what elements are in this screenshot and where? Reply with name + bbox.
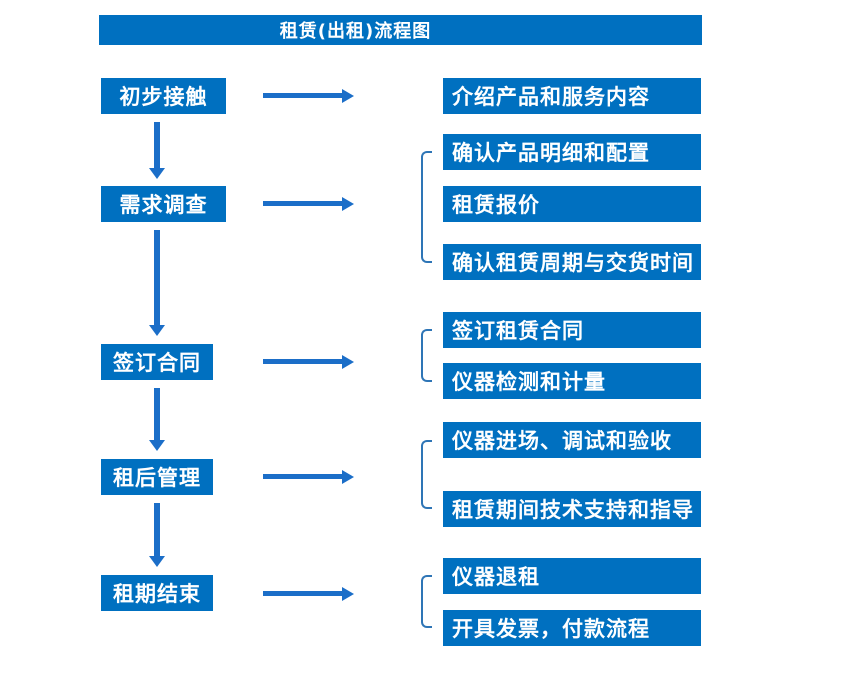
item-label: 仪器检测和计量 [452, 370, 606, 394]
item-box-invoice-payment: 开具发票，付款流程 [443, 610, 701, 646]
item-label: 仪器退租 [452, 565, 540, 589]
right-arrow-icon [263, 474, 342, 479]
item-label: 开具发票，付款流程 [452, 617, 650, 641]
flowchart-title: 租赁(出租)流程图 [279, 21, 432, 42]
down-arrow-icon [154, 388, 160, 440]
item-box-rental-quote: 租赁报价 [443, 186, 701, 222]
down-arrow-icon [154, 230, 160, 325]
item-label: 租赁期间技术支持和指导 [452, 498, 694, 522]
step-box-rental-end: 租期结束 [101, 575, 213, 611]
right-arrow-icon [263, 93, 342, 98]
step-label: 需求调查 [119, 193, 208, 217]
item-box-instrument-setup: 仪器进场、调试和验收 [443, 422, 701, 458]
step-box-initial-contact: 初步接触 [101, 78, 226, 114]
item-box-sign-rental-contract: 签订租赁合同 [443, 312, 701, 348]
item-box-confirm-rental-period: 确认租赁周期与交货时间 [443, 244, 701, 280]
step-box-post-rental-management: 租后管理 [101, 459, 213, 495]
down-arrow-icon [154, 122, 160, 168]
flowchart-title-bar: 租赁(出租)流程图 [99, 15, 702, 45]
group-bracket [421, 440, 432, 509]
step-label: 初步接触 [119, 85, 208, 109]
step-label: 租后管理 [113, 466, 201, 490]
right-arrow-icon [263, 591, 342, 596]
group-bracket [421, 329, 432, 382]
step-box-sign-contract: 签订合同 [101, 344, 213, 380]
item-box-instrument-return: 仪器退租 [443, 558, 701, 594]
step-label: 签订合同 [113, 351, 201, 375]
item-box-technical-support: 租赁期间技术支持和指导 [443, 491, 701, 527]
item-box-confirm-product-details: 确认产品明细和配置 [443, 134, 701, 170]
down-arrow-icon [154, 503, 160, 556]
item-label: 仪器进场、调试和验收 [452, 429, 672, 453]
item-box-introduce-products: 介绍产品和服务内容 [443, 78, 701, 114]
item-label: 签订租赁合同 [452, 319, 584, 343]
step-label: 租期结束 [113, 582, 201, 606]
group-bracket [421, 151, 432, 263]
right-arrow-icon [263, 359, 342, 364]
item-label: 介绍产品和服务内容 [452, 85, 650, 109]
item-box-instrument-testing: 仪器检测和计量 [443, 363, 701, 399]
right-arrow-icon [263, 201, 342, 206]
group-bracket [421, 575, 432, 628]
item-label: 确认产品明细和配置 [452, 141, 650, 165]
item-label: 租赁报价 [452, 193, 540, 217]
step-box-demand-survey: 需求调查 [101, 186, 226, 222]
item-label: 确认租赁周期与交货时间 [452, 251, 694, 275]
